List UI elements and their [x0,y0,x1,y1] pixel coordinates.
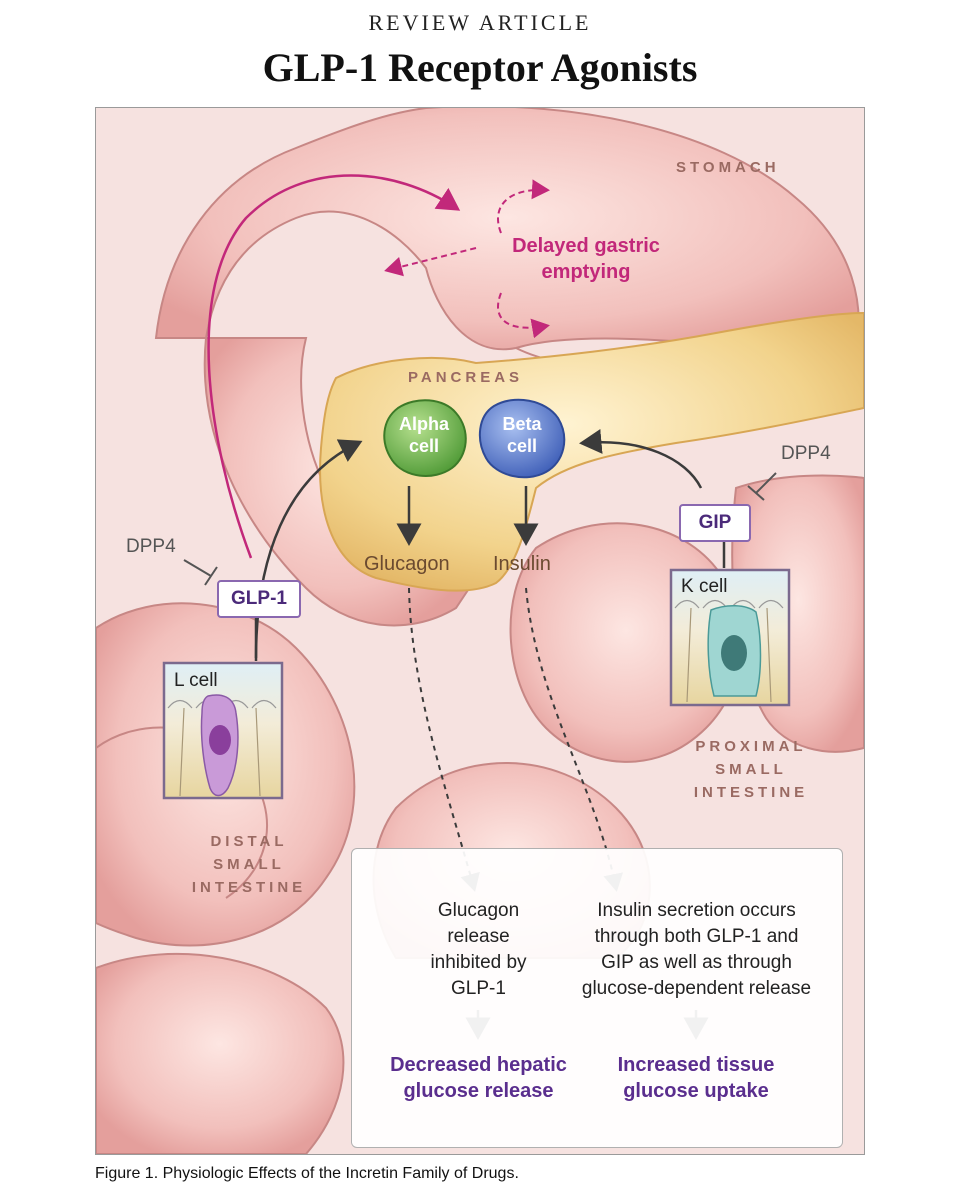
k-cell-label: K cell [681,576,728,597]
figure-caption: Figure 1. Physiologic Effects of the Inc… [95,1165,519,1182]
alpha-cell-label: Alpha cell [398,414,449,456]
l-cell-label: L cell [174,670,218,691]
proximal-intestine-label: PROXIMAL SMALL INTESTINE [693,738,809,801]
dpp4-right-label: DPP4 [781,443,831,464]
illustration-panel: STOMACH PANCREAS DISTAL SMALL INTESTINE … [95,107,865,1155]
dpp4-left-label: DPP4 [126,536,176,557]
hepatic-glucose-result: Decreased hepatic glucose release [390,1054,567,1102]
gastric-arrow-left [384,247,477,277]
stomach-label: STOMACH [676,159,780,176]
alpha-cell-shape [383,399,467,477]
dpp4-right-inhibitor [747,472,777,501]
l-cell-box [162,661,284,800]
stomach-shape [154,108,860,355]
distal-intestine-label: DISTAL SMALL INTESTINE [191,833,307,896]
effects-panel [351,848,843,1148]
gastric-emptying-label: Delayed gastric emptying [512,235,660,283]
glucagon-label: Glucagon [364,553,450,575]
distal-intestine-lower [96,952,345,1154]
glucagon-effect-text: Glucagon release inhibited by GLP-1 [430,900,527,999]
beta-cell-label: Beta cell [502,414,542,456]
insulin-effect-text: Insulin secretion occurs through both GL… [581,900,812,999]
article-kicker: REVIEW ARTICLE [368,10,592,35]
gastric-arrow-down [497,292,550,339]
glp1-tag: GLP-1 [217,580,301,618]
article-title: GLP-1 Receptor Agonists [262,45,698,90]
gastric-arrow-up [497,179,550,234]
dpp4-left-inhibitor [183,559,218,586]
glp1-to-alpha-arrow [254,439,363,659]
pancreas-label: PANCREAS [408,369,524,386]
tissue-uptake-result: Increased tissue glucose uptake [617,1054,775,1102]
glucagon-to-effect-dashed [408,587,480,892]
gip-to-beta-arrow [579,429,703,489]
insulin-label: Insulin [493,553,551,575]
glp1-to-stomach-arrow [207,174,461,559]
beta-cell-shape [478,398,566,479]
gip-tag: GIP [679,504,751,542]
duodenum-shape [203,337,479,627]
k-cell-box [669,568,791,707]
